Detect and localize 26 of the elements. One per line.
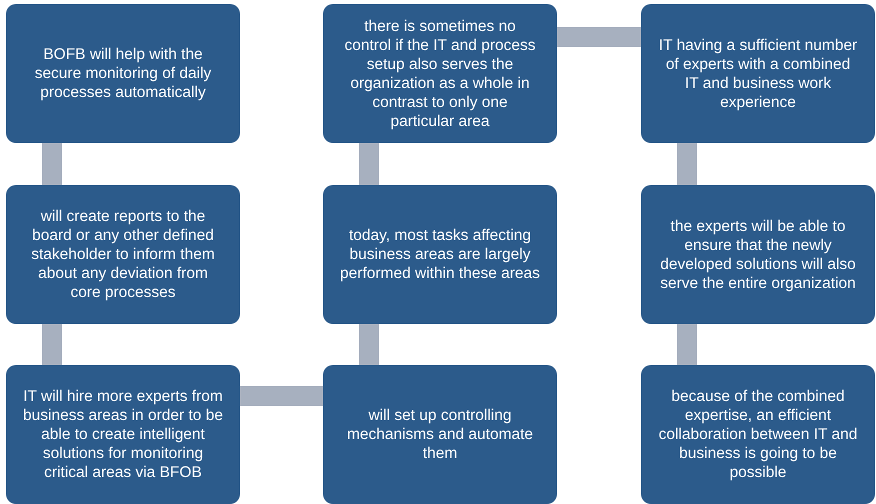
process-box [641,4,875,143]
connector-bar [557,27,641,47]
box-text: today, most tasks affecting business areas are largely performed within these areas [339,226,541,283]
connector-bar [359,324,379,365]
box-text: BOFB will help with the secure monitoring of daily processes automatically [34,45,212,102]
process-box [641,185,875,324]
process-box [6,365,240,504]
process-box [6,4,240,143]
connector-bar [42,324,62,365]
connector-bar [240,386,323,406]
box-text: because of the combined expertise, an efficient collaboration between IT and business is going to be possible [658,387,858,482]
process-box [641,365,875,504]
box-text: there is sometimes no control if the IT and process setup also serves the organization as a whole in contrast to only one particular area [344,16,536,130]
connector-bar [677,143,697,185]
connector-bar [42,143,62,185]
process-box [6,185,240,324]
process-box [323,185,557,324]
box-text: IT will hire more experts from business areas in order to be able to create intelligent solutions for monitoring critical areas via BFOB [22,387,224,482]
process-box [323,4,557,143]
connector-bar [359,143,379,185]
connector-bar [677,324,697,365]
process-box [323,365,557,504]
box-text: will create reports to the board or any other defined stakeholder to inform them about any deviation from core processes [30,207,216,302]
box-text: will set up controlling mechanisms and automate them [346,406,534,463]
box-text: the experts will be able to ensure that the newly developed solutions will also serve the entire organization [659,216,857,292]
box-text: IT having a sufficient number of experts with a combined IT and business work experience [658,36,858,112]
